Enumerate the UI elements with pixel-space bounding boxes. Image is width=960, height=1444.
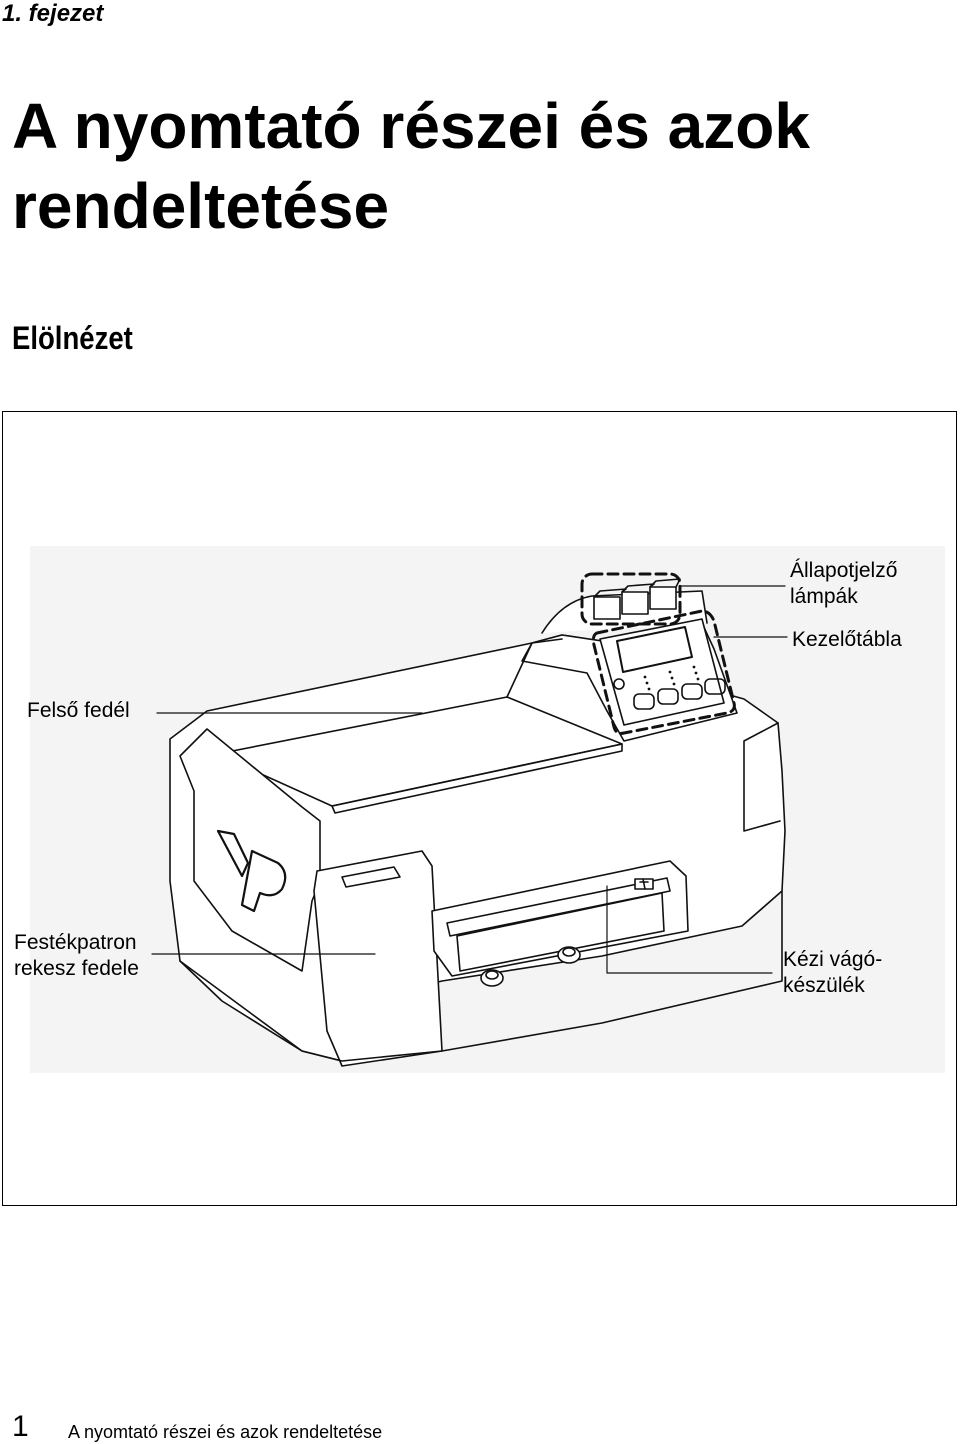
label-control-panel: Kezelőtábla [792, 628, 902, 651]
label-ink-cartridge-cover: Festékpatron rekesz fedele [14, 931, 139, 980]
status-lamps [593, 578, 681, 620]
control-panel-highlight [591, 609, 736, 735]
printer-base [179, 890, 783, 1062]
left-side-panel [179, 728, 321, 972]
leader-lines [151, 585, 788, 974]
vp-logo [216, 829, 287, 913]
label-manual-cutter: Kézi vágó- készülék [783, 948, 883, 997]
panel-key-2 [657, 688, 679, 705]
panel-key-1 [633, 693, 655, 710]
page-title: A nyomtató részei és azok rendeltetése [12, 90, 810, 242]
label-top-cover: Felső fedél [27, 699, 130, 722]
ink-cartridge-cover [313, 850, 443, 1067]
control-panel [599, 618, 726, 726]
lcd-screen [616, 626, 693, 673]
figure-frame [2, 411, 957, 1206]
panel-indicator-dots [643, 665, 700, 691]
status-lamps-highlight [580, 572, 682, 626]
leader-cutter [606, 885, 773, 974]
panel-key-4 [704, 678, 726, 695]
section-heading: Elölnézet [12, 320, 133, 356]
page-number: 1 [12, 1410, 29, 1443]
running-footer-title: A nyomtató részei és azok rendeltetése [68, 1422, 383, 1442]
chapter-heading: 1. fejezet [2, 0, 104, 27]
top-cover-edge [331, 743, 623, 814]
power-button [613, 678, 625, 690]
paper-output-tray [431, 860, 689, 977]
printer-front-view-illustration [30, 546, 945, 1073]
panel-key-3 [681, 683, 703, 700]
front-knobs [480, 946, 581, 987]
label-status-lamps: Állapotjelző lámpák [790, 559, 898, 608]
